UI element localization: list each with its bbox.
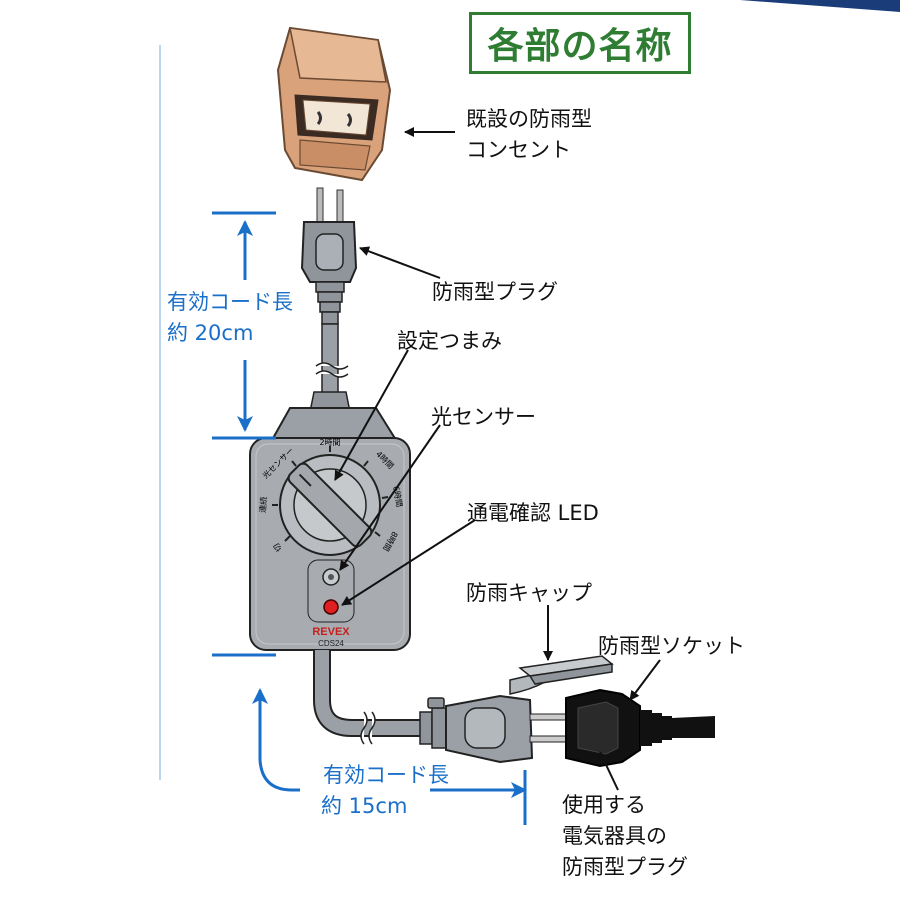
dimension-lines <box>212 211 527 825</box>
socket-label: 防雨型ソケット <box>598 634 745 658</box>
cord-length-bottom-line1: 有効コード長 <box>323 763 449 787</box>
device-plug-label-line2: 電気器具の <box>562 824 667 848</box>
cord-length-top-line1: 有効コード長 <box>167 290 293 314</box>
dial-mark-off: 切 <box>272 542 284 554</box>
outlet-illustration <box>276 26 392 182</box>
plug-illustration <box>300 187 358 325</box>
cap-label: 防雨キャップ <box>466 581 592 605</box>
brand-logo: REVEX <box>312 626 350 638</box>
cord-length-bottom-line2: 約 15cm <box>321 794 408 818</box>
led-label: 通電確認 LED <box>467 501 599 525</box>
upper-cord <box>309 323 351 413</box>
callout-arrows <box>334 127 661 791</box>
knob-label: 設定つまみ <box>397 329 502 353</box>
device-plug-label-line1: 使用する <box>562 793 646 817</box>
socket-illustration <box>419 655 614 764</box>
device-plug-label: 使用する 電気器具の 防雨型プラグ <box>562 790 688 883</box>
sensor-label: 光センサー <box>431 405 536 429</box>
outlet-label-line1: 既設の防雨型 <box>466 107 592 131</box>
page-title: 各部の名称 <box>469 12 691 74</box>
corner-decoration <box>740 0 900 12</box>
cord-length-top: 有効コード長 約 20cm <box>167 287 293 349</box>
outlet-label-line2: コンセント <box>466 138 571 162</box>
lower-cord <box>313 650 440 745</box>
outlet-label: 既設の防雨型 コンセント <box>466 104 592 166</box>
device-plug-illustration <box>529 688 715 768</box>
model-number: CDS24 <box>318 639 344 648</box>
dial-mark-continuous: 連続 <box>257 496 268 513</box>
cord-length-bottom: 有効コード長 約 15cm <box>321 760 449 822</box>
dial-mark-2h: 2時間 <box>319 438 340 447</box>
cord-length-top-line2: 約 20cm <box>167 321 254 345</box>
device-plug-label-line3: 防雨型プラグ <box>562 855 688 879</box>
plug-label: 防雨型プラグ <box>432 280 558 304</box>
